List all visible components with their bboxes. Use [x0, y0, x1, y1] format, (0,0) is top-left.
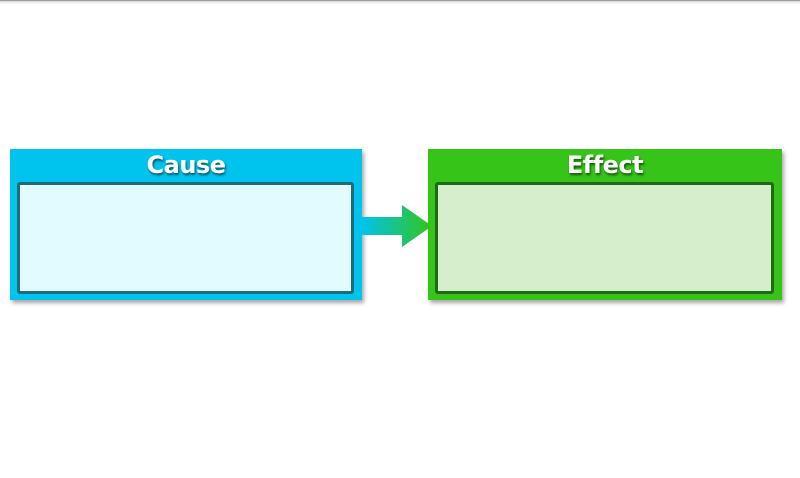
effect-title: Effect	[566, 151, 644, 179]
cause-text-box[interactable]	[17, 182, 354, 294]
right-arrow-icon	[362, 205, 432, 247]
effect-panel: Effect	[428, 149, 782, 300]
cause-title: Cause	[146, 151, 226, 179]
effect-text-box[interactable]	[435, 182, 774, 294]
cause-panel: Cause	[10, 149, 362, 300]
